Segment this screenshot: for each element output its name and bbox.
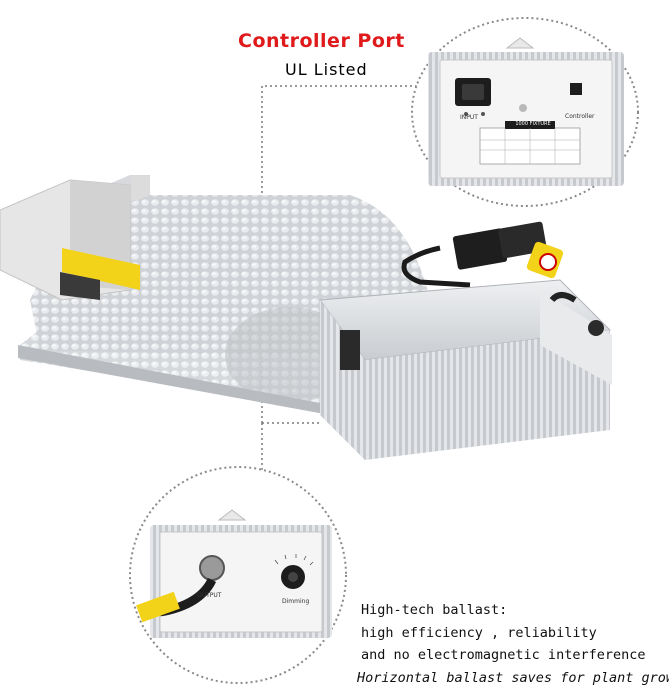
- fixture-label: 1000 FIXTURE: [515, 121, 551, 127]
- output-label: OUTPUT: [197, 592, 222, 599]
- cord-connector: [452, 228, 508, 270]
- input-label: INPUT: [460, 114, 478, 121]
- bottom-detail-circle: [129, 466, 347, 684]
- feature-line-2: and no electromagnetic interference: [361, 647, 646, 663]
- top-detail-circle: [411, 17, 639, 207]
- ballast-box: [319, 279, 612, 460]
- output-port: [199, 555, 225, 581]
- controller-port-jack: [570, 83, 582, 95]
- dimming-label: Dimming: [282, 598, 310, 605]
- feature-line-1: high efficiency , reliability: [361, 625, 597, 641]
- feature-line-3: Horizontal ballast saves for plant growt…: [357, 670, 669, 686]
- socket-box: [0, 179, 140, 301]
- warning-tag-bottom: [136, 591, 180, 623]
- controller-port-title: Controller Port: [238, 30, 405, 52]
- controller-label: Controller: [565, 113, 595, 120]
- ul-listed-label: UL Listed: [285, 60, 368, 79]
- feature-heading: High-tech ballast:: [361, 602, 508, 618]
